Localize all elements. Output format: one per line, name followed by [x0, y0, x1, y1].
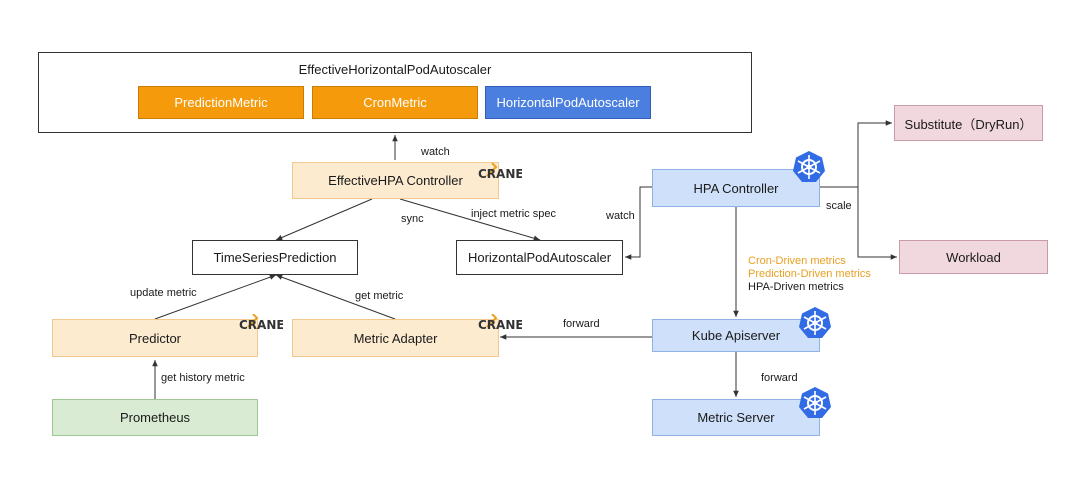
- metric-adapter-node: Metric Adapter: [292, 319, 499, 357]
- horizontal-pod-autoscaler-node: HorizontalPodAutoscaler: [456, 240, 623, 275]
- label-scale: scale: [826, 200, 852, 212]
- metric-legend: Cron-Driven metrics Prediction-Driven me…: [748, 255, 871, 294]
- label-get-metric: get metric: [355, 290, 404, 302]
- crane-logo-metric-adapter: CRANE: [478, 313, 524, 335]
- hpa-driven-metrics-label: HPA-Driven metrics: [748, 281, 844, 293]
- prediction-driven-metrics-label: Prediction-Driven metrics: [748, 268, 871, 280]
- label-get-history-metric: get history metric: [161, 372, 245, 384]
- prediction-metric-box: PredictionMetric: [138, 86, 304, 119]
- edge-inject: [399, 198, 541, 241]
- effective-hpa-controller-node: EffectiveHPA Controller: [292, 162, 499, 199]
- crane-logo-mark: CRANE: [478, 162, 524, 181]
- substitute-node: Substitute（DryRun）: [894, 105, 1043, 141]
- predictor-node: Predictor: [52, 319, 258, 357]
- label-forward-down: forward: [761, 372, 798, 384]
- time-series-prediction-node: TimeSeriesPrediction: [192, 240, 358, 275]
- svg-text:CRANE: CRANE: [478, 167, 522, 181]
- cron-metric-box: CronMetric: [312, 86, 478, 119]
- svg-text:CRANE: CRANE: [239, 318, 283, 332]
- metric-server-node: Metric Server: [652, 399, 820, 436]
- kubernetes-icon-metric-server: [799, 387, 831, 418]
- kube-apiserver-node: Kube Apiserver: [652, 319, 820, 352]
- label-sync: sync: [401, 213, 424, 225]
- label-watch-top: watch: [421, 146, 450, 158]
- hpa-inner-box: HorizontalPodAutoscaler: [485, 86, 651, 119]
- edge-sync: [275, 198, 373, 241]
- prometheus-node: Prometheus: [52, 399, 258, 436]
- edge-watch-hpa: [625, 186, 652, 260]
- crane-logo-effective-hpa: CRANE: [478, 162, 524, 184]
- edge-get-metric: [275, 274, 396, 320]
- kubernetes-icon-apiserver: [799, 307, 831, 338]
- svg-text:CRANE: CRANE: [478, 318, 522, 332]
- edge-scale-workload: [820, 186, 897, 260]
- edge-update-metric: [154, 274, 277, 320]
- edge-scale-substitute: [820, 120, 892, 188]
- crane-logo-predictor: CRANE: [239, 313, 285, 335]
- kubernetes-icon-hpa-controller: [793, 151, 825, 182]
- hpa-controller-node: HPA Controller: [652, 169, 820, 207]
- effective-hpa-title: EffectiveHorizontalPodAutoscaler: [298, 62, 492, 77]
- label-watch-hpa: watch: [606, 210, 635, 222]
- label-inject-metric-spec: inject metric spec: [471, 208, 556, 220]
- workload-node: Workload: [899, 240, 1048, 274]
- label-forward-left: forward: [563, 318, 600, 330]
- label-update-metric: update metric: [130, 287, 197, 299]
- cron-driven-metrics-label: Cron-Driven metrics: [748, 255, 846, 267]
- crane-logo-mark: CRANE: [478, 313, 524, 332]
- crane-logo-mark: CRANE: [239, 313, 285, 332]
